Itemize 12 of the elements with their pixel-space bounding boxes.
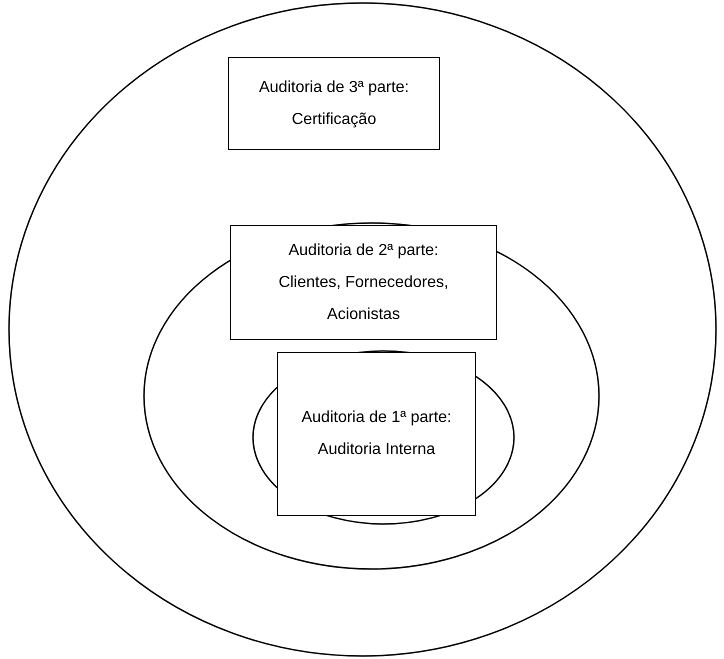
body-text: Certificação: [292, 110, 376, 130]
text-box: [277, 352, 476, 516]
ellipse: [143, 222, 600, 570]
text-box: [228, 57, 440, 150]
heading-text: Auditoria de 1ª parte:: [301, 408, 452, 428]
body-text: Auditoria Interna: [318, 440, 436, 460]
text-box: [230, 225, 497, 340]
heading-text: Auditoria de 2ª parte:: [288, 240, 438, 260]
ellipse: [252, 350, 515, 525]
ellipse: [8, 2, 717, 657]
heading-text: Auditoria de 3ª parte:: [258, 78, 409, 98]
body-text: Clientes, Fornecedores, Acionistas: [278, 272, 450, 324]
